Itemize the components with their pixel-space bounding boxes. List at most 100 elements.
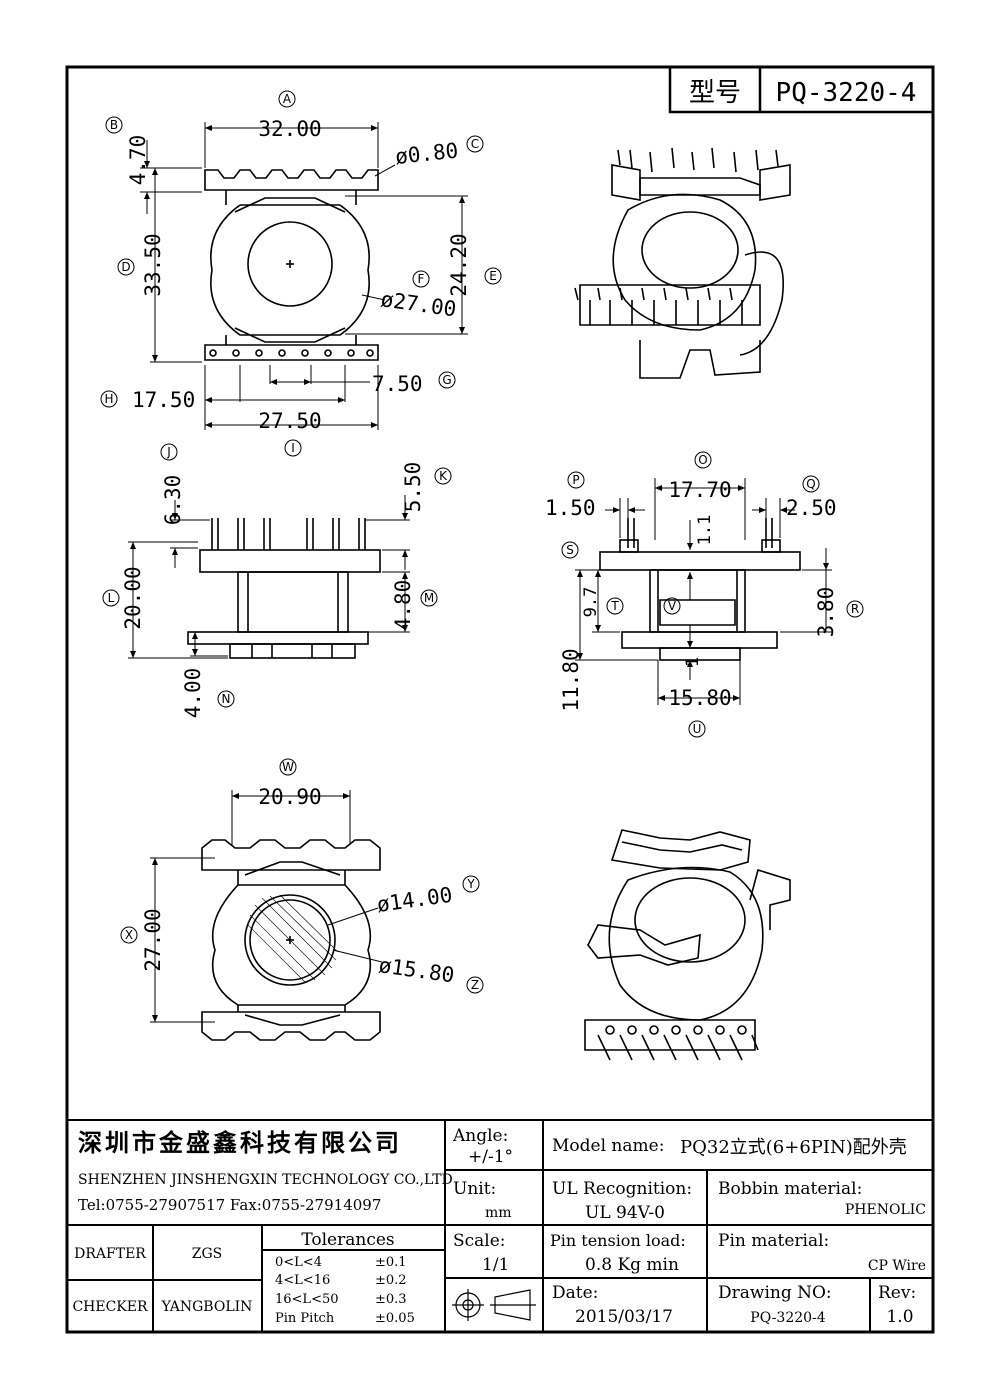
dim-front-height: 11.80 [559, 648, 583, 711]
dim-front-inner: 9.7 [581, 587, 601, 618]
callout-letters: A B C D E F G H I J K L M N P O Q S T V … [104, 92, 859, 992]
company-cn: 深圳市金盛鑫科技有限公司 [78, 1129, 402, 1157]
drawing-no-label: Drawing NO: [718, 1283, 832, 1303]
dim-body-diameter: ø27.00 [379, 287, 457, 321]
pin-material-label: Pin material: [718, 1231, 829, 1251]
label-s: S [566, 543, 574, 557]
dim-width: 32.00 [258, 117, 321, 141]
dim-front-bottom: 15.80 [668, 686, 731, 710]
sheet-border [65, 65, 935, 1334]
label-q: Q [806, 477, 815, 491]
checker-label: CHECKER [72, 1299, 148, 1315]
model-box-label: 型号 [689, 78, 741, 108]
model-box-value: PQ-3220-4 [776, 78, 917, 108]
ul-value: UL 94V-0 [585, 1203, 665, 1223]
date-label: Date: [552, 1283, 598, 1303]
label-m: M [424, 591, 434, 605]
dim-pin-span-b: 7.50 [372, 372, 423, 396]
front-view-dims [575, 478, 832, 705]
title-block-lines [67, 1119, 933, 1332]
date-value: 2015/03/17 [575, 1307, 673, 1327]
tolerance-range-0: 0<L<4 [275, 1255, 322, 1270]
side-view [187, 518, 381, 659]
label-v: V [668, 599, 677, 613]
rev-value: 1.0 [886, 1307, 913, 1327]
label-b: B [110, 118, 118, 132]
side-view-dims [128, 495, 410, 659]
label-r: R [851, 602, 859, 616]
dim-bottom-outer-diameter: ø15.80 [377, 953, 455, 987]
title-block-text: 深圳市金盛鑫科技有限公司 SHENZHEN JINSHENGXIN TECHNO… [72, 1126, 926, 1327]
scale-value: 1/1 [482, 1255, 509, 1275]
company-contact: Tel:0755-27907517 Fax:0755-27914097 [78, 1196, 381, 1214]
bottom-view-text: 20.90 27.00 ø14.00 ø15.80 [141, 785, 456, 988]
label-x: X [125, 928, 133, 942]
dim-front-step: 1 [683, 657, 703, 667]
label-c: C [471, 137, 479, 151]
label-z: Z [471, 978, 479, 992]
label-g: G [442, 373, 451, 387]
scale-label: Scale: [453, 1231, 506, 1251]
front-view-text: 1.50 17.70 2.50 1.1 9.7 3.80 11.80 1 15.… [545, 478, 838, 712]
label-i: I [291, 441, 295, 455]
dim-side-core: 4.80 [391, 580, 415, 631]
drafter-value: ZGS [192, 1246, 223, 1262]
bottom-view-dims [150, 790, 383, 1023]
label-u: U [693, 722, 702, 736]
dim-side-pin-height: 6.30 [161, 475, 185, 526]
iso-view-bottom [584, 829, 791, 1061]
dim-side-pin-len: 5.50 [401, 462, 425, 513]
tolerance-range-3: Pin Pitch [275, 1311, 335, 1326]
drafter-label: DRAFTER [74, 1246, 146, 1262]
model-name-label: Model name: [552, 1136, 664, 1156]
drawing-no-value: PQ-3220-4 [750, 1310, 826, 1326]
iso-view-top [574, 147, 791, 379]
top-view-text: 32.00 4.70 ø0.80 33.50 24.20 ø27.00 17.5… [126, 117, 471, 433]
bobbin-value: PHENOLIC [845, 1202, 926, 1218]
label-h: H [104, 392, 113, 406]
bottom-view-pattern [247, 894, 339, 983]
label-w: W [282, 760, 294, 774]
label-e: E [489, 269, 497, 283]
dim-side-base: 4.00 [181, 668, 205, 719]
dim-pin-span-a: 17.50 [132, 388, 195, 412]
dim-bottom-width: 20.90 [258, 785, 321, 809]
bottom-view [201, 839, 381, 1041]
front-view [599, 518, 801, 661]
dim-front-width: 17.70 [668, 478, 731, 502]
label-p: P [572, 473, 579, 487]
tolerance-value-0: ±0.1 [375, 1255, 407, 1270]
tolerance-value-1: ±0.2 [375, 1273, 407, 1288]
tolerances-title: Tolerances [301, 1230, 394, 1250]
pin-tension-label: Pin tension load: [550, 1231, 686, 1250]
dim-front-left-pin: 1.50 [545, 496, 596, 520]
label-f: F [418, 272, 425, 286]
label-k: K [439, 469, 448, 483]
label-j: J [166, 445, 171, 459]
label-t: T [610, 599, 619, 613]
side-view-text: 6.30 5.50 20.00 4.80 4.00 [121, 462, 425, 719]
pin-tension-value: 0.8 Kg min [585, 1255, 679, 1275]
dim-pin-diameter: ø0.80 [394, 138, 459, 168]
dim-bottom-inner-diameter: ø14.00 [375, 883, 453, 917]
unit-label: Unit: [453, 1179, 496, 1199]
tolerance-range-1: 4<L<16 [275, 1273, 330, 1288]
dim-pin-height: 4.70 [126, 135, 150, 186]
model-name-value: PQ32立式(6+6PIN)配外壳 [680, 1137, 907, 1158]
dim-front-flange: 3.80 [814, 587, 838, 638]
top-view [204, 169, 379, 361]
company-en: SHENZHEN JINSHENGXIN TECHNOLOGY CO.,LTD [78, 1172, 453, 1188]
dim-front-gap: 1.1 [695, 515, 715, 546]
tolerance-value-3: ±0.05 [375, 1311, 415, 1326]
ul-label: UL Recognition: [552, 1179, 692, 1199]
label-n: N [222, 692, 231, 706]
label-o: O [698, 453, 707, 467]
unit-value: mm [485, 1205, 512, 1221]
rev-label: Rev: [878, 1283, 916, 1303]
dim-front-right-pin: 2.50 [786, 496, 837, 520]
tolerance-range-2: 16<L<50 [275, 1292, 339, 1307]
tolerance-value-2: ±0.3 [375, 1292, 407, 1307]
top-view-dims [140, 122, 468, 430]
dim-pin-span-c: 27.50 [258, 409, 321, 433]
